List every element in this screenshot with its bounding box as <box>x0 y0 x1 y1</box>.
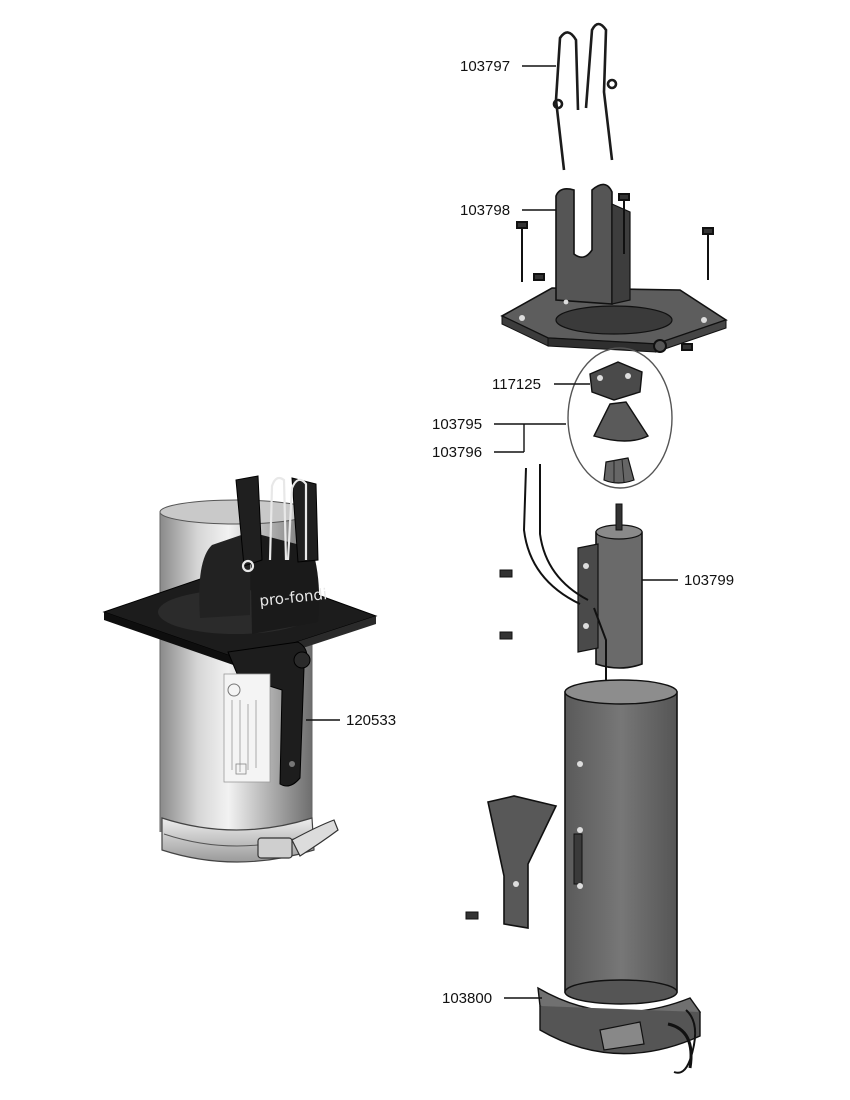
detail-magnifier-circle <box>567 347 673 489</box>
black-head-housing: pro-fondi <box>199 475 328 634</box>
callout-label-103795: 103795 <box>432 416 482 433</box>
callout-103795-103796: 103795 103796 <box>432 416 566 461</box>
callout-117125: 117125 <box>492 376 590 393</box>
callout-103797: 103797 <box>460 58 556 75</box>
callout-103798: 103798 <box>460 202 556 219</box>
callout-label-103800: 103800 <box>442 990 492 1007</box>
callout-label-103797: 103797 <box>460 58 510 75</box>
mounting-base-103798 <box>500 183 728 353</box>
callout-label-103799: 103799 <box>684 572 734 589</box>
loose-side-bracket <box>487 795 558 929</box>
cone-103795 <box>592 401 650 442</box>
bottom-clamp-103800 <box>537 986 702 1074</box>
small-screws <box>465 569 513 920</box>
assembled-unit-120533: pro-fondi <box>102 475 378 863</box>
wire-spring-loops <box>241 476 308 573</box>
callout-label-117125: 117125 <box>492 376 541 393</box>
mounting-screws <box>516 193 714 353</box>
bottom-clamp-ring <box>161 817 339 863</box>
callout-label-103796: 103796 <box>432 444 482 461</box>
wire-clip-103797 <box>552 22 618 171</box>
product-label-sticker <box>223 673 271 783</box>
callout-120533: 120533 <box>306 712 396 729</box>
electronic-module-103799 <box>577 503 643 669</box>
callout-103799: 103799 <box>642 572 734 589</box>
callout-label-120533: 120533 <box>346 712 396 729</box>
nut-103796 <box>603 457 635 484</box>
outer-tube-103800 <box>564 679 678 1005</box>
callout-103800: 103800 <box>442 990 542 1007</box>
callout-label-103798: 103798 <box>460 202 510 219</box>
thermocouple-holder-117125 <box>589 361 643 401</box>
